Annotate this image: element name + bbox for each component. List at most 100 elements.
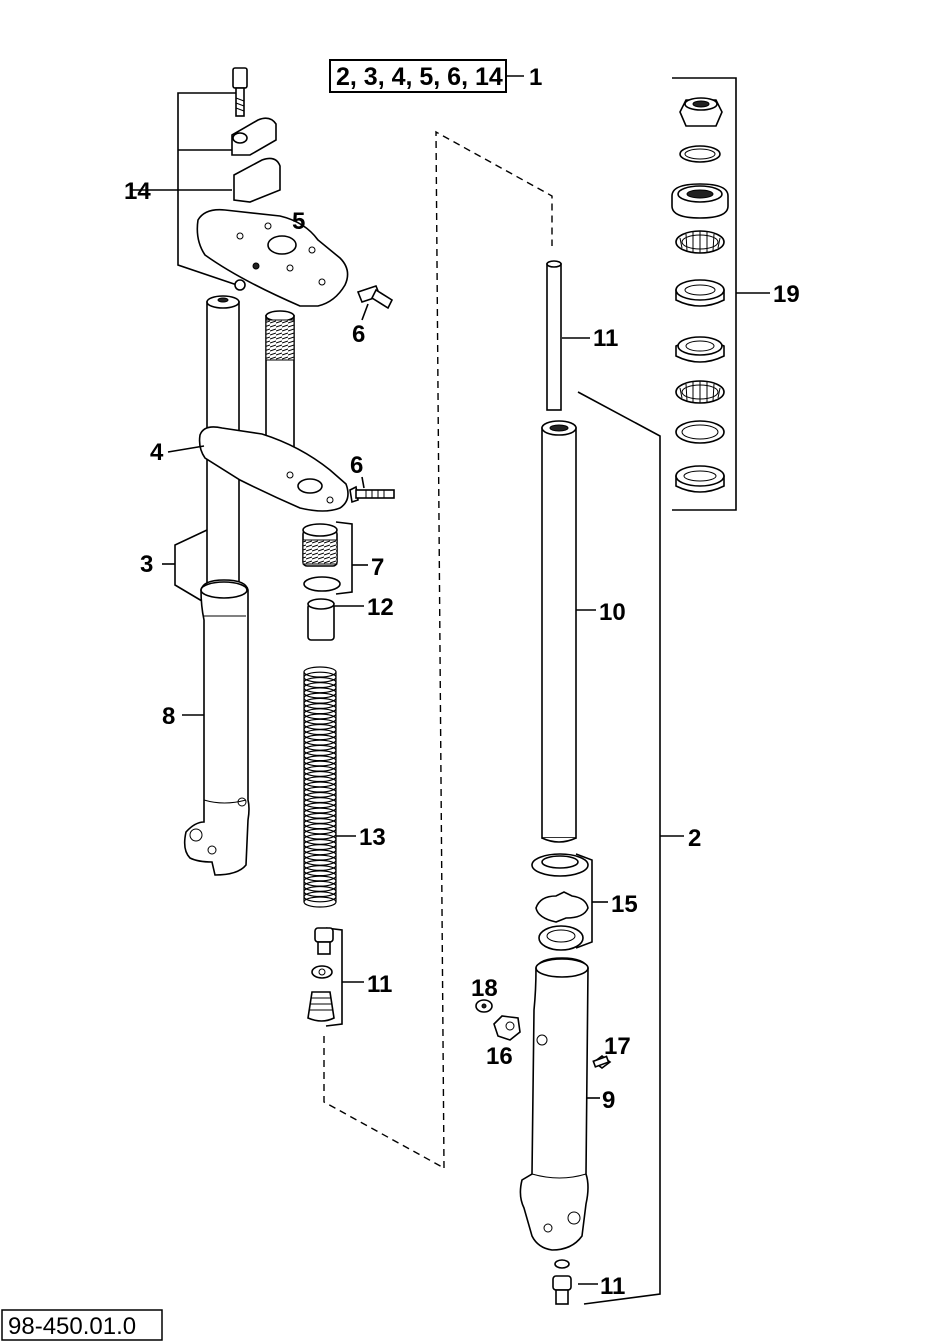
- upper-clamp-hole-2: [264, 222, 272, 230]
- upper-clamp-stud: [252, 262, 260, 270]
- clamp-upper: [231, 117, 277, 156]
- right-axle-hole: [567, 1211, 581, 1225]
- seal-ring-inner: [681, 424, 719, 440]
- clamp-lower: [233, 157, 281, 203]
- pinch-bolt-upper: [356, 285, 394, 310]
- damper-bolt-shank: [317, 941, 331, 955]
- dashed-link-upper: [435, 130, 553, 1169]
- bottom-bolt-head: [552, 1275, 572, 1291]
- retaining-clip: [535, 891, 589, 923]
- steering-stem-thread: [265, 319, 295, 361]
- lower-clamp-bore: [297, 478, 323, 494]
- callout-4: 4: [150, 439, 164, 466]
- callout-14: 14: [124, 178, 151, 205]
- damper-rod: [546, 263, 562, 411]
- callout-9: 9: [602, 1087, 615, 1114]
- bottom-race-bore: [683, 470, 717, 482]
- inner-tube: [541, 427, 577, 839]
- oil-seal-inner: [546, 929, 576, 943]
- seal-ring: [675, 420, 725, 444]
- callout-15: 15: [611, 891, 638, 918]
- bottom-washer: [554, 1259, 570, 1269]
- footer-box: [1, 1309, 163, 1341]
- right-fork-assembly: 11 2 10 15 18 16 17: [435, 130, 701, 1305]
- lower-race-bore: [685, 340, 715, 352]
- clamp-upper-hole: [232, 132, 248, 144]
- fork-cap-top: [302, 523, 338, 537]
- damper-rod-top: [546, 260, 562, 268]
- damper-washer: [311, 965, 333, 979]
- steering-nut-bore: [692, 100, 710, 108]
- upper-bearing-rollers: [679, 231, 721, 253]
- small-washer: [234, 279, 246, 291]
- lower-bearing-rollers: [679, 381, 721, 403]
- cable-clamp-16: [493, 1015, 521, 1041]
- upper-clamp-hole-1: [236, 232, 244, 240]
- lower-clamp-hole: [286, 471, 294, 479]
- bolt-shank: [235, 87, 245, 117]
- inner-tube-top-inner: [549, 424, 569, 432]
- callout-1: 1: [529, 64, 542, 91]
- damper-washer-hole: [318, 968, 326, 976]
- drawing-code: 98-450.01.0: [8, 1313, 136, 1340]
- bolt-17-shank: [592, 1055, 610, 1068]
- left-slider-boss: [237, 797, 247, 807]
- bracket-14: [177, 92, 241, 287]
- header-label: 2, 3, 4, 5, 6, 14: [336, 63, 503, 91]
- callout-2: 2: [688, 825, 701, 852]
- lower-race-top: [677, 336, 723, 356]
- left-slider-band: [203, 799, 247, 804]
- callout-11a: 11: [367, 971, 392, 998]
- dashed-link-lower: [323, 1036, 445, 1169]
- left-axle-bolt: [207, 845, 217, 855]
- dust-seal-inner: [541, 855, 579, 869]
- upper-clamp-assembly: 14 5 6: [124, 67, 394, 348]
- bracket-19: [672, 77, 737, 511]
- stack-washer-inner: [684, 148, 716, 160]
- callout-10: 10: [599, 599, 626, 626]
- footer-group: 98-450.01.0: [1, 1309, 163, 1341]
- callout-5: 5: [292, 208, 305, 235]
- spacer-tube-top: [307, 598, 335, 610]
- stack-washer: [679, 145, 721, 163]
- callout-17: 17: [604, 1033, 631, 1060]
- bottom-bolt-shank: [555, 1289, 569, 1305]
- right-axle-bolt: [543, 1223, 553, 1233]
- callout-11c: 11: [600, 1273, 625, 1300]
- bracket-11a: [325, 927, 343, 1027]
- left-axle-hole: [189, 828, 203, 842]
- callout-7: 7: [371, 554, 384, 581]
- steering-bearing-stack: 19: [671, 77, 800, 511]
- upper-race-top: [675, 279, 725, 301]
- bottom-race-top: [675, 465, 725, 487]
- header-box: [329, 59, 507, 93]
- right-slider-top: [535, 958, 589, 978]
- callout-16: 16: [486, 1043, 513, 1070]
- callout-8: 8: [162, 703, 175, 730]
- callout-12: 12: [367, 594, 394, 621]
- left-slider: [183, 579, 250, 876]
- bracket-7: [335, 521, 353, 595]
- fork-o-ring: [303, 576, 341, 592]
- bearing-seal-inner: [686, 189, 714, 199]
- fork-cap-thread: [302, 539, 338, 565]
- inner-tube-bottom: [541, 837, 577, 843]
- callout-13: 13: [359, 824, 386, 851]
- left-slider-top: [200, 581, 248, 599]
- right-slider-boss: [536, 1034, 548, 1046]
- nut-18-hole: [481, 1003, 487, 1009]
- callout-18: 18: [471, 975, 498, 1002]
- bracket-2: [577, 391, 661, 1305]
- right-slider-band: [531, 1173, 587, 1179]
- bracket-15: [575, 853, 593, 949]
- leader-4: [167, 445, 205, 453]
- upper-race-bore: [684, 284, 716, 296]
- pinch-bolt-lower: [349, 485, 395, 504]
- upper-triple-clamp: [196, 208, 349, 307]
- leader-6a: [361, 303, 369, 321]
- callout-3: 3: [140, 551, 153, 578]
- cable-clamp-16-hole: [505, 1021, 515, 1031]
- damper-bumper: [307, 991, 335, 1022]
- fork-spring: [303, 666, 337, 908]
- callout-11b: 11: [593, 325, 618, 352]
